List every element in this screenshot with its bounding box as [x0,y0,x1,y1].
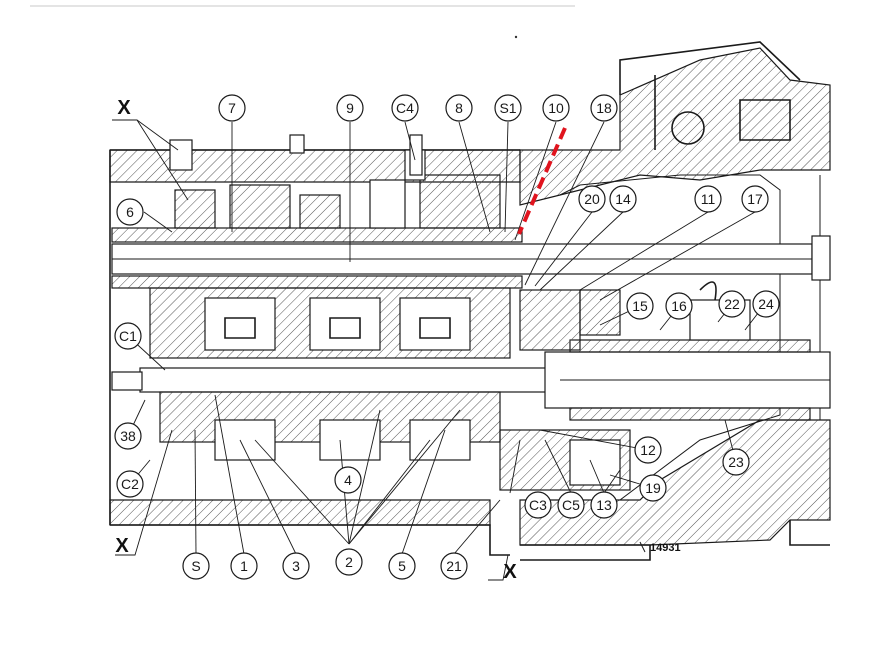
callout-c4: C4 [391,94,419,122]
upper-shaft [111,227,831,289]
svg-text:12: 12 [640,442,656,458]
svg-text:S1: S1 [499,100,516,116]
svg-text:C3: C3 [529,497,547,513]
lay-shaft [149,287,511,359]
svg-text:5: 5 [398,558,406,574]
callout-7: 7 [218,94,246,122]
svg-text:18: 18 [596,100,612,116]
svg-text:21: 21 [446,558,462,574]
callout-20: 20 [578,185,606,213]
callout-c2: C2 [116,470,144,498]
svg-text:20: 20 [584,191,600,207]
svg-text:23: 23 [728,454,744,470]
svg-text:15: 15 [632,298,648,314]
section-marker-top-left: X [117,97,131,119]
callout-18: 18 [590,94,618,122]
svg-text:2: 2 [345,554,353,570]
callout-17: 17 [741,185,769,213]
callouts: 7 9 C4 8 S1 10 18 6 20 14 11 17 15 16 22… [114,94,780,580]
svg-text:10: 10 [548,100,564,116]
reference-number: 14931 [650,542,681,554]
callout-2: 2 [335,548,363,576]
callout-8: 8 [445,94,473,122]
callout-12: 12 [634,436,662,464]
callout-9: 9 [336,94,364,122]
callout-s1: S1 [494,94,522,122]
callout-c3: C3 [524,491,552,519]
callout-23: 23 [722,448,750,476]
svg-text:13: 13 [596,497,612,513]
lower-shaft [111,339,831,421]
upper-gears [169,134,501,229]
callout-15: 15 [626,292,654,320]
svg-text:3: 3 [292,558,300,574]
svg-text:6: 6 [126,204,134,220]
svg-text:C2: C2 [121,476,139,492]
speck [514,35,518,39]
highlight-dashed-line [517,127,567,235]
callout-11: 11 [694,185,722,213]
svg-text:S: S [191,558,200,574]
callout-10: 10 [542,94,570,122]
callout-38: 38 [114,422,142,450]
svg-text:1: 1 [240,558,248,574]
reference-number-rule [639,541,646,553]
svg-text:38: 38 [120,428,136,444]
callout-1: 1 [230,552,258,580]
svg-text:7: 7 [228,100,236,116]
callout-4: 4 [334,466,362,494]
svg-text:17: 17 [747,191,763,207]
callout-s: S [182,552,210,580]
svg-text:4: 4 [344,472,352,488]
svg-text:16: 16 [671,298,687,314]
callout-21: 21 [440,552,468,580]
leader-lines [112,119,766,581]
callout-5: 5 [388,552,416,580]
callout-14: 14 [609,185,637,213]
callout-19: 19 [639,474,667,502]
callout-c1: C1 [114,322,142,350]
lower-gears [159,391,631,491]
callout-13: 13 [590,491,618,519]
callout-24: 24 [752,290,780,318]
section-marker-bottom-center: X [503,561,517,583]
section-marker-bottom-left: X [115,535,129,557]
svg-text:14: 14 [615,191,631,207]
svg-text:11: 11 [701,191,716,207]
callout-16: 16 [665,292,693,320]
svg-text:C5: C5 [562,497,580,513]
callout-3: 3 [282,552,310,580]
svg-text:9: 9 [346,100,354,116]
svg-text:19: 19 [645,480,661,496]
svg-text:C1: C1 [119,328,137,344]
svg-text:24: 24 [758,296,774,312]
housing [109,41,831,561]
svg-text:8: 8 [455,100,463,116]
callout-22: 22 [718,290,746,318]
svg-text:C4: C4 [396,100,414,116]
callout-6: 6 [116,198,144,226]
svg-text:22: 22 [724,296,740,312]
callout-c5: C5 [557,491,585,519]
